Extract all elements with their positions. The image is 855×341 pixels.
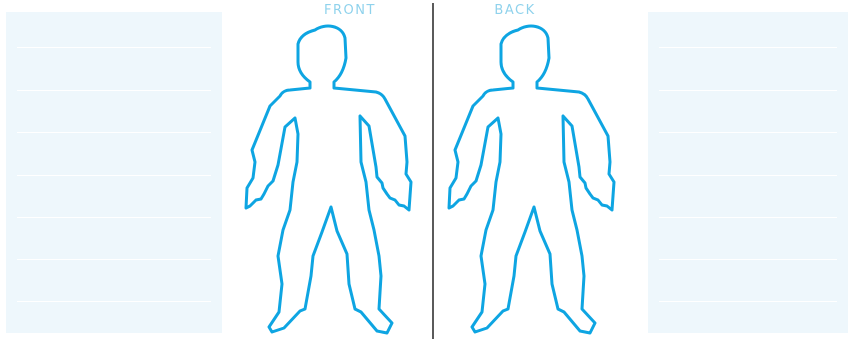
note-line (659, 47, 837, 48)
note-line (17, 132, 211, 133)
note-line (659, 132, 837, 133)
note-line (17, 301, 211, 302)
note-line (659, 90, 837, 91)
body-outline-front-icon[interactable] (230, 22, 420, 340)
left-notes-panel[interactable] (6, 12, 222, 333)
note-line (17, 259, 211, 260)
note-line (17, 217, 211, 218)
front-view-label: FRONT (305, 3, 395, 18)
note-line (17, 175, 211, 176)
note-line (659, 217, 837, 218)
note-line (659, 301, 837, 302)
note-line (659, 175, 837, 176)
note-line (17, 47, 211, 48)
note-line (17, 90, 211, 91)
back-view-label: BACK (470, 3, 560, 18)
note-line (659, 259, 837, 260)
body-outline-back-icon[interactable] (433, 22, 623, 340)
right-notes-panel[interactable] (648, 12, 848, 333)
